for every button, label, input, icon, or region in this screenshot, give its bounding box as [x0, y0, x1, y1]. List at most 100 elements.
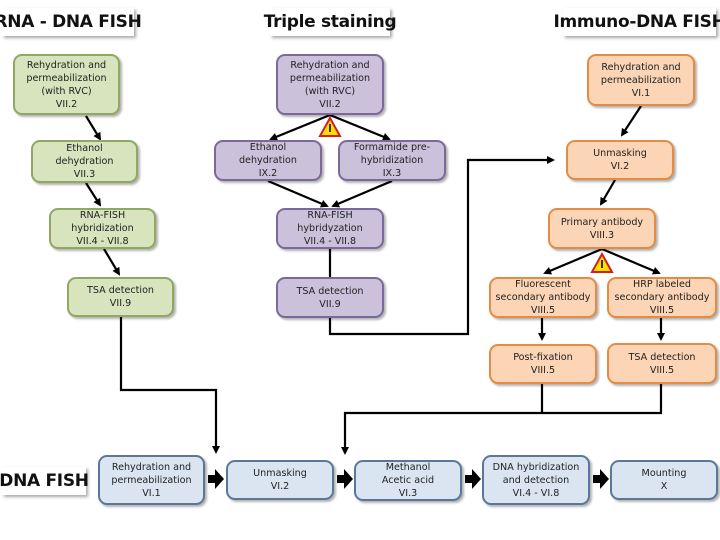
step-text-line: (with RVC) — [304, 85, 356, 97]
step-text-line: hybridization — [71, 223, 134, 234]
step-text-line: IX.3 — [382, 168, 402, 179]
block-arrow-dna-1 — [208, 469, 224, 489]
step-text-line: Mounting — [641, 468, 687, 479]
step-text-line: VII.2 — [55, 98, 78, 110]
step-text-line: and detection — [502, 474, 570, 486]
block-arrow-dna-2 — [337, 469, 353, 489]
step-text-line: VI.3 — [398, 488, 418, 499]
step-text-line: permeabilization — [26, 72, 107, 84]
step-text-line: HRP labeled — [633, 279, 691, 290]
step-text-line: DNA hybridization — [492, 461, 580, 473]
step-text-line: X — [660, 481, 668, 492]
step-text-line: Post-fixation — [513, 352, 573, 363]
step-text-line: Rehydration and — [290, 59, 370, 71]
step-text-line: dehydration — [55, 156, 114, 167]
step-text-line: permeabilization — [289, 72, 371, 84]
step-text-line: VIII.5 — [530, 365, 556, 376]
step-text-line: Unmasking — [253, 468, 307, 479]
step-text-line: Acetic acid — [381, 475, 435, 486]
title-dna-fish: DNA FISH — [0, 467, 89, 495]
step-text-line: Ethanol — [249, 142, 287, 153]
step-text-line: VII.9 — [109, 298, 132, 309]
step-text-line: Unmasking — [593, 148, 647, 159]
step-text-line: Methanol — [385, 462, 431, 473]
arrow-immuno-split-left — [543, 247, 603, 275]
arrow-triple-split-right — [329, 113, 391, 141]
step-text-line: VIII.3 — [589, 229, 615, 241]
title-triple-staining: Triple staining — [264, 8, 397, 36]
step-text-line: RNA-FISH — [79, 210, 126, 221]
step-text-line: VI.1 — [142, 487, 161, 499]
arrow-triple-split-left — [269, 113, 331, 141]
warning-icon — [318, 115, 342, 137]
arrow-rna-3 — [103, 248, 121, 276]
arrow-triple-to-immuno — [328, 156, 555, 336]
step-text-line: permeabilization — [111, 474, 192, 486]
step-text-line: (with RVC) — [41, 85, 92, 97]
step-text-line: VI.4 - VI.8 — [512, 487, 560, 499]
step-text-line: VII.9 — [319, 298, 341, 310]
step-text-line: TSA detection — [86, 285, 155, 296]
arrow-triple-merge-left — [267, 179, 329, 208]
step-text-line: permeabilization — [600, 74, 682, 86]
block-arrow-dna-4 — [593, 469, 609, 489]
step-text-line: VIII.5 — [649, 305, 675, 316]
step-text-line: VIII.5 — [530, 305, 556, 316]
step-text-line: Rehydration and — [601, 61, 681, 73]
arrow-rna-2 — [85, 182, 102, 207]
arrow-rna-to-dna — [119, 316, 220, 454]
step-text-line: IX.2 — [258, 168, 278, 179]
step-text-line: VII.2 — [319, 98, 341, 110]
step-text-line: VII.4 - VII.8 — [76, 236, 129, 247]
step-text-line: VII.3 — [73, 169, 96, 180]
block-arrow-dna-3 — [465, 469, 481, 489]
step-text-line: Ethanol — [66, 143, 103, 154]
step-text-line: hybridyzation — [297, 223, 363, 234]
step-text-line: secondary antibody — [495, 292, 591, 303]
step-text-line: RNA-FISH — [307, 210, 353, 221]
step-text-line: Rehydration and — [26, 59, 107, 71]
step-text-line: VI.2 — [610, 161, 630, 172]
step-text-line: VIII.5 — [649, 364, 675, 376]
arrow-rna-1 — [85, 115, 102, 141]
step-text-line: TSA detection — [628, 351, 696, 363]
title-rna-dna-fish: RNA - DNA FISH — [0, 8, 142, 36]
arrow-triple-merge-right — [331, 179, 393, 208]
arrow-immuno-1 — [620, 105, 642, 137]
step-text-line: VI.1 — [631, 87, 651, 99]
step-text-line: VI.2 — [270, 481, 290, 492]
step-text-line: hybridization — [360, 155, 424, 166]
step-text-line: VII.4 - VII.8 — [303, 236, 357, 247]
step-text-line: Formamide pre- — [353, 142, 431, 153]
warning-icon — [590, 251, 614, 273]
step-text-line: Rehydration and — [111, 461, 192, 473]
arrow-immuno-split-right — [601, 247, 661, 275]
step-text-line: Fluorescent — [515, 279, 571, 290]
line-immuno-tsa-to-dna — [341, 384, 663, 455]
arrow-immuno-2 — [599, 179, 616, 206]
step-text-line: TSA detection — [296, 285, 364, 297]
title-immuno-dna-fish: Immuno-DNA FISH — [553, 8, 720, 36]
step-text-line: secondary antibody — [614, 292, 710, 303]
